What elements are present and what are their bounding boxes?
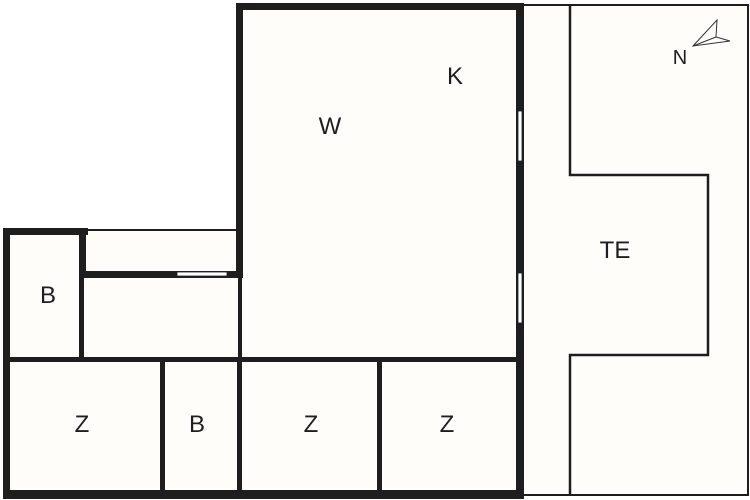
- room-label-bath-left: B: [39, 282, 57, 309]
- room-label-kitchen: K: [446, 63, 464, 90]
- terrace-area: [519, 4, 749, 496]
- terrace-inner-outline: [568, 5, 710, 495]
- room-label-bedroom-3: Z: [439, 411, 455, 438]
- room-label-bedroom-2: Z: [303, 411, 319, 438]
- windows: [176, 110, 523, 324]
- exterior-walls: [3, 3, 524, 499]
- north-arrow-icon: [691, 18, 731, 47]
- corridor-area: [81, 229, 241, 275]
- room-label-terrace: TE: [599, 237, 631, 264]
- house-floor: [5, 5, 520, 495]
- interior-walls: [5, 274, 520, 492]
- room-label-living: W: [318, 113, 342, 140]
- room-label-bedroom-1: Z: [74, 411, 90, 438]
- room-label-bath-bottom: B: [188, 411, 206, 438]
- north-label: N: [672, 47, 688, 69]
